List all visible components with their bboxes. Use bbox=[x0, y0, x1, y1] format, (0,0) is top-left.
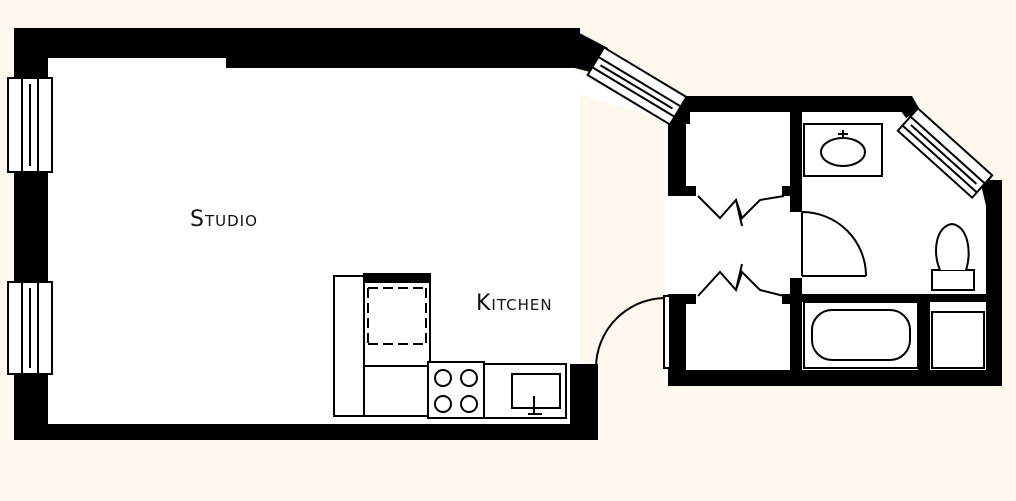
stove bbox=[427, 361, 485, 419]
wall-closet-stub-bottom-r bbox=[782, 294, 792, 304]
toilet bbox=[931, 222, 975, 291]
wall-left-1 bbox=[14, 28, 48, 78]
window-left-upper bbox=[7, 77, 53, 173]
bathroom-sink bbox=[803, 123, 883, 177]
floor-area bbox=[48, 58, 998, 424]
wall-closet-divider bbox=[790, 112, 802, 212]
window-diagonal-right bbox=[896, 106, 994, 200]
refrigerator bbox=[363, 273, 431, 367]
wall-left-2 bbox=[14, 172, 48, 282]
closet-door-upper[interactable] bbox=[697, 195, 785, 227]
exterior-walls bbox=[14, 28, 1002, 440]
wall-closet-divider-lower bbox=[790, 278, 802, 384]
bathroom-door[interactable] bbox=[801, 211, 867, 277]
wall-diagonal-right bbox=[980, 180, 1002, 206]
wall-bottom-right bbox=[668, 370, 1002, 386]
wall-closet-bottom-left bbox=[668, 294, 686, 386]
kitchen-counter-bottom bbox=[363, 365, 429, 417]
kitchen-counter-side bbox=[333, 275, 365, 417]
wall-bath-side bbox=[918, 302, 930, 376]
window-diagonal-top bbox=[586, 46, 688, 126]
kitchen-sink bbox=[483, 363, 567, 419]
wall-closet-stub-top-r bbox=[782, 186, 792, 196]
room-label-kitchen: Kitchen bbox=[476, 291, 553, 316]
bathtub bbox=[803, 301, 919, 369]
entry-door[interactable] bbox=[595, 295, 671, 369]
wall-top-left bbox=[14, 28, 580, 70]
wall-closet-stub-bottom bbox=[686, 294, 696, 304]
wall-diagonal-right-top bbox=[890, 96, 920, 118]
room-label-studio: Studio bbox=[190, 207, 258, 232]
closet-door-lower[interactable] bbox=[697, 263, 785, 297]
interior-walls bbox=[686, 112, 986, 384]
wall-right-upper-link bbox=[668, 96, 912, 124]
wall-bottom bbox=[14, 424, 598, 440]
wall-right bbox=[986, 180, 1002, 386]
wall-bottom-return bbox=[570, 364, 598, 440]
wall-top-right bbox=[226, 50, 600, 72]
linen-cabinet bbox=[931, 311, 985, 369]
wall-closet-stub-top bbox=[686, 186, 696, 196]
wall-bath-mid bbox=[802, 294, 986, 302]
window-left-lower bbox=[7, 281, 53, 375]
